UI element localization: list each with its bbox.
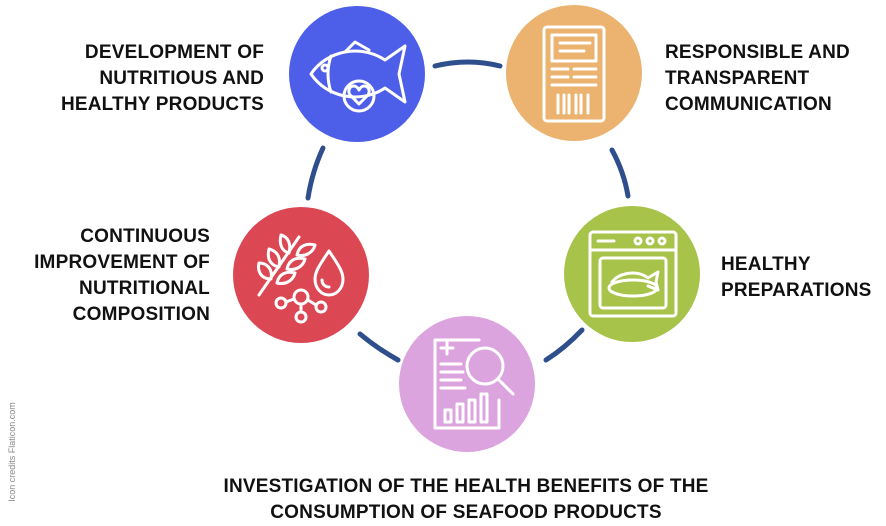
wheat-molecule-icon <box>257 233 345 324</box>
connector-fish-communication <box>432 59 503 69</box>
connector-composition-fish <box>305 145 326 201</box>
node-nutritional-composition <box>233 207 369 343</box>
node-healthy-preparations <box>564 206 700 342</box>
label-development-products: DEVELOPMENT OF NUTRITIOUS AND HEALTHY PR… <box>60 42 264 115</box>
node-development-products <box>289 6 425 142</box>
fish-heart-icon <box>309 40 407 113</box>
report-magnifier-icon <box>433 338 515 430</box>
oven-fish-icon <box>588 230 678 318</box>
node-investigation <box>399 316 535 452</box>
icon-credits-text: Icon credits Flaticon.com <box>7 402 17 502</box>
connector-investigation-composition <box>357 331 401 363</box>
label-communication: RESPONSIBLE AND TRANSPARENT COMMUNICATIO… <box>665 42 850 115</box>
label-healthy-preparations: HEALTHY PREPARATIONS <box>721 254 872 301</box>
node-communication <box>506 5 642 141</box>
label-investigation: INVESTIGATION OF THE HEALTH BENEFITS OF … <box>223 476 709 523</box>
connector-preparations-investigation <box>543 327 585 363</box>
connector-communication-preparations <box>609 147 631 199</box>
label-nutritional-composition: CONTINUOUS IMPROVEMENT OF NUTRITIONAL CO… <box>34 226 210 325</box>
label-barcode-icon <box>542 25 606 123</box>
